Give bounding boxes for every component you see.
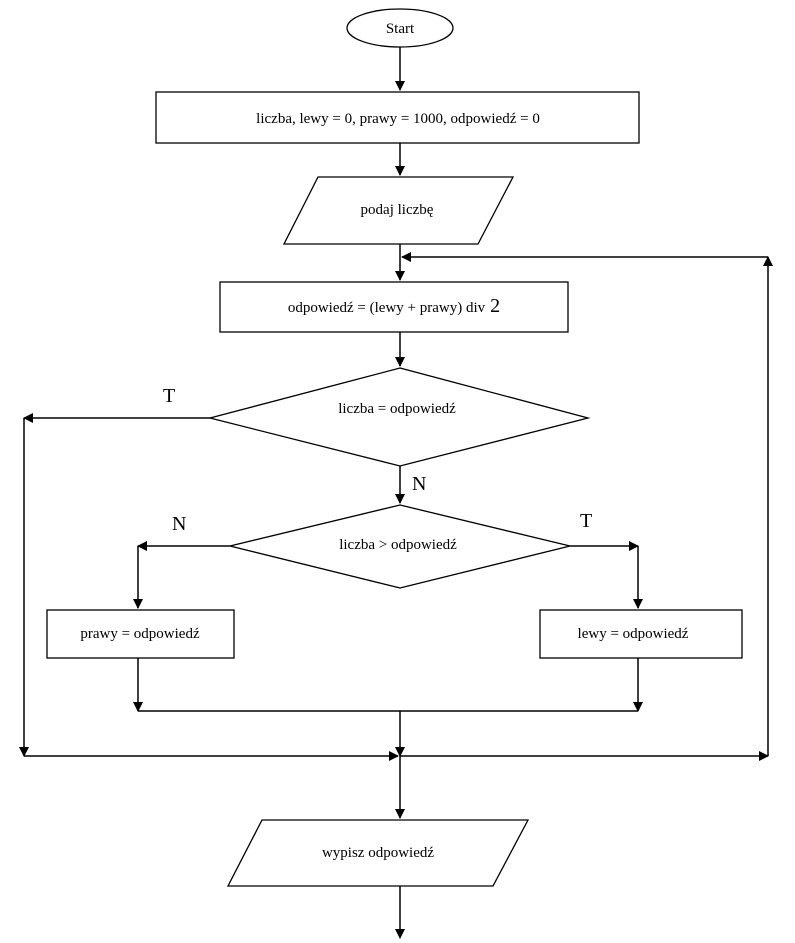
- edge-label-equal-true: T: [163, 385, 175, 407]
- output-label: wypisz odpowiedź: [322, 845, 434, 861]
- input-label: podaj liczbę: [361, 202, 434, 218]
- compute-expression: odpowiedź = (lewy + prawy) div: [288, 300, 486, 316]
- start-terminator: [346, 8, 454, 48]
- assign-prawy-label: prawy = odpowiedź: [80, 626, 200, 642]
- output-parallelogram: [226, 819, 530, 887]
- compute-divisor: 2: [490, 295, 500, 317]
- input-parallelogram: [282, 176, 515, 245]
- assign-lewy-box: [539, 609, 743, 659]
- connectors: [19, 47, 773, 939]
- start-label: Start: [386, 21, 415, 37]
- compute-process-box: [219, 281, 569, 333]
- assign-prawy-box: [46, 609, 235, 659]
- decision-greater-diamond: [229, 504, 571, 589]
- edge-label-equal-false: N: [412, 473, 426, 495]
- edge-label-greater-false: N: [172, 513, 186, 535]
- init-label: liczba, lewy = 0, prawy = 1000, odpowied…: [256, 111, 540, 127]
- init-process-box: [155, 91, 640, 144]
- edge-label-greater-true: T: [580, 510, 592, 532]
- assign-lewy-label: lewy = odpowiedź: [578, 626, 689, 642]
- decision-equal-label: liczba = odpowiedź: [338, 401, 456, 417]
- decision-equal-diamond: [209, 367, 591, 467]
- decision-greater-label: liczba > odpowiedź: [339, 537, 457, 553]
